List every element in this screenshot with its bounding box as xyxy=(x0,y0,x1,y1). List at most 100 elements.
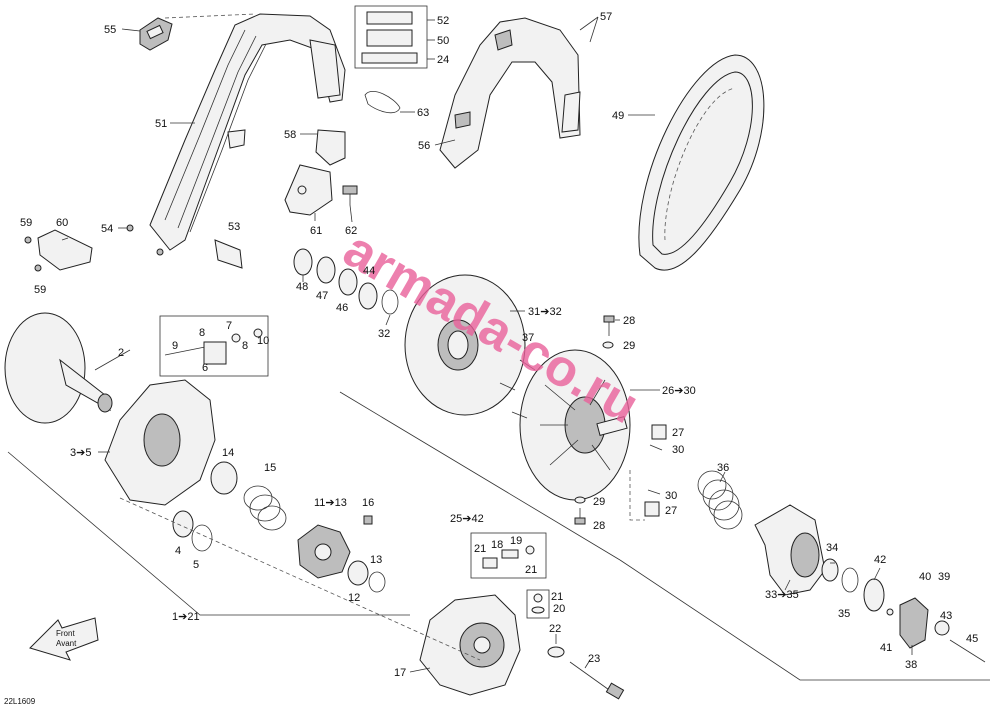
label-3-5: 3➔5 xyxy=(70,447,91,459)
label-33-35: 33➔35 xyxy=(765,589,799,601)
sliders-27 xyxy=(644,424,667,517)
label-56: 56 xyxy=(418,140,430,152)
label-55: 55 xyxy=(104,24,116,36)
label-6: 6 xyxy=(202,362,208,374)
leader-lines xyxy=(61,16,913,673)
fixed-sheave-part xyxy=(404,274,526,416)
diagram-id: 22L1609 xyxy=(4,697,36,706)
label-54: 54 xyxy=(101,223,113,235)
label-44: 44 xyxy=(363,265,375,277)
label-40: 40 xyxy=(919,571,931,583)
label-45: 45 xyxy=(966,633,978,645)
label-1-21: 1➔21 xyxy=(172,611,200,623)
front-direction-badge: Front Avant xyxy=(29,617,99,661)
label-31-32: 31➔32 xyxy=(528,306,562,318)
roller-box-2 xyxy=(526,589,550,619)
roller-box xyxy=(470,532,547,579)
label-42: 42 xyxy=(874,554,886,566)
label-28-top: 28 xyxy=(623,315,635,327)
label-30-top: 30 xyxy=(672,444,684,456)
drive-fixed-sheave-part xyxy=(4,312,113,424)
front-label: Front xyxy=(56,629,75,638)
label-50: 50 xyxy=(437,35,449,47)
label-20: 20 xyxy=(553,603,565,615)
bracket-61-part xyxy=(284,164,333,216)
bolt-23 xyxy=(569,661,625,700)
label-36: 36 xyxy=(717,462,729,474)
label-21-box-right: 21 xyxy=(525,564,537,576)
guard-latch-part xyxy=(139,17,173,51)
bearing-38 xyxy=(899,597,929,649)
label-15: 15 xyxy=(264,462,276,474)
part-labels: 55 52 50 24 57 51 63 58 56 49 59 60 54 5… xyxy=(4,11,978,706)
label-21-small: 21 xyxy=(551,591,563,603)
label-57: 57 xyxy=(600,11,612,23)
spider-part xyxy=(297,524,351,579)
label-59-top: 59 xyxy=(20,217,32,229)
label-27-bottom: 27 xyxy=(665,505,677,517)
label-47: 47 xyxy=(316,290,328,302)
label-19: 19 xyxy=(510,535,522,547)
upper-guard-part xyxy=(439,17,581,169)
label-21-box-left: 21 xyxy=(474,543,486,555)
label-59-bottom: 59 xyxy=(34,284,46,296)
label-52: 52 xyxy=(437,15,449,27)
cam-part xyxy=(754,504,826,596)
label-26-30: 26➔30 xyxy=(662,385,696,397)
retaining-clip-part xyxy=(364,91,401,114)
label-17: 17 xyxy=(394,667,406,679)
label-49: 49 xyxy=(612,110,624,122)
label-12: 12 xyxy=(348,592,360,604)
label-62: 62 xyxy=(345,225,357,237)
label-24: 24 xyxy=(437,54,449,66)
bolt-62-part xyxy=(342,185,358,205)
label-51: 51 xyxy=(155,118,167,130)
label-23: 23 xyxy=(588,653,600,665)
label-32: 32 xyxy=(378,328,390,340)
governor-cup-part xyxy=(419,594,521,696)
label-60: 60 xyxy=(56,217,68,229)
moving-sheave-part xyxy=(519,349,631,501)
bracket-58-part xyxy=(315,129,346,166)
screws-28 xyxy=(574,315,615,525)
label-38: 38 xyxy=(905,659,917,671)
label-8-right: 8 xyxy=(242,340,248,352)
label-48: 48 xyxy=(296,281,308,293)
label-13: 13 xyxy=(370,554,382,566)
avant-label: Avant xyxy=(56,639,77,648)
label-39: 39 xyxy=(938,571,950,583)
spring-15 xyxy=(243,485,287,531)
label-63: 63 xyxy=(417,107,429,119)
label-22: 22 xyxy=(549,623,561,635)
label-27-top: 27 xyxy=(672,427,684,439)
drive-belt-part xyxy=(638,54,765,271)
label-11-13: 11➔13 xyxy=(314,497,347,509)
label-28-bottom: 28 xyxy=(593,520,605,532)
label-18: 18 xyxy=(491,539,503,551)
label-58: 58 xyxy=(284,129,296,141)
label-25-42: 25➔42 xyxy=(450,513,484,525)
label-29-bottom: 29 xyxy=(593,496,605,508)
label-61: 61 xyxy=(310,225,322,237)
spring-36 xyxy=(697,470,743,530)
belt-guard-part xyxy=(149,13,346,269)
decal-set xyxy=(354,5,428,69)
label-16: 16 xyxy=(362,497,374,509)
label-10: 10 xyxy=(257,335,269,347)
label-34: 34 xyxy=(826,542,838,554)
spacer-washers xyxy=(293,248,399,315)
label-41: 41 xyxy=(880,642,892,654)
weight-pin-box xyxy=(159,315,269,377)
label-4: 4 xyxy=(175,545,181,557)
label-30-bottom: 30 xyxy=(665,490,677,502)
label-29-top: 29 xyxy=(623,340,635,352)
drive-moving-sheave-part xyxy=(104,379,216,506)
label-53: 53 xyxy=(228,221,240,233)
label-14: 14 xyxy=(222,447,234,459)
label-35: 35 xyxy=(838,608,850,620)
label-5: 5 xyxy=(193,559,199,571)
label-46: 46 xyxy=(336,302,348,314)
pins-37 xyxy=(499,359,536,419)
label-7: 7 xyxy=(226,320,232,332)
